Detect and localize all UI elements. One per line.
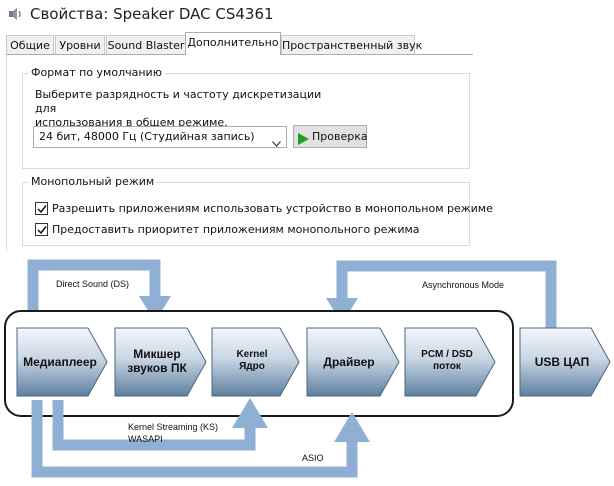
exclusive-priority-label: Предоставить приоритет приложениям моноп… — [52, 223, 420, 236]
node-pcm-dsd-label: PCM / DSD поток — [405, 349, 489, 373]
format-dropdown[interactable]: 24 бит, 48000 Гц (Студийная запись) — [33, 126, 287, 148]
diagram-graphics — [4, 259, 611, 478]
allow-exclusive-label: Разрешить приложениям использовать устро… — [52, 202, 493, 215]
tab-advanced[interactable]: Дополнительно — [185, 32, 281, 55]
format-selected-value: 24 бит, 48000 Гц (Студийная запись) — [39, 130, 255, 143]
node-mixer — [114, 327, 207, 397]
sound-properties-dialog: Свойства: Speaker DAC CS4361 Общие Уровн… — [0, 0, 493, 251]
asio-arrowhead — [334, 412, 370, 442]
node-mediaplayer-label: Медиаплеер — [17, 355, 103, 369]
label-asynchronous: Asynchronous Mode — [422, 280, 505, 290]
audio-path-diagram: Direct Sound (DS) Asynchronous Mode Kern… — [0, 252, 614, 486]
node-pcm-dsd — [404, 327, 496, 397]
test-button-label: Проверка — [312, 130, 368, 143]
node-kernel-line2: Ядро — [239, 361, 265, 372]
checkbox-checked-icon[interactable] — [35, 202, 48, 215]
label-asio: ASIO — [302, 453, 324, 463]
default-format-description: Выберите разрядность и частоту дискретиз… — [35, 88, 335, 130]
node-mixer-label: Микшер звуков ПК — [115, 347, 199, 375]
play-icon — [298, 131, 309, 145]
exclusive-mode-group: Монопольный режим — [22, 175, 470, 246]
asio-arrow — [31, 400, 358, 478]
label-direct-sound: Direct Sound (DS) — [56, 279, 130, 289]
node-kernel-label: Kernel Ядро — [212, 349, 292, 373]
description-line-1: Выберите разрядность и частоту дискретиз… — [35, 88, 322, 115]
node-driver — [306, 327, 400, 397]
checkbox-checked-icon[interactable] — [35, 223, 48, 236]
label-wasapi: WASAPI — [128, 434, 163, 444]
direct-sound-arrowhead — [139, 296, 171, 322]
exclusive-mode-label: Монопольный режим — [29, 175, 157, 188]
tab-general[interactable]: Общие — [6, 35, 54, 54]
node-mediaplayer-line1: Медиаплеер — [23, 355, 97, 369]
chevron-down-icon — [272, 134, 281, 147]
node-usb-dac-label: USB ЦАП — [520, 355, 604, 369]
tab-levels[interactable]: Уровни — [55, 35, 105, 54]
default-format-group: Формат по умолчанию — [22, 66, 470, 169]
node-usb-dac-line1: USB ЦАП — [534, 355, 590, 369]
direct-sound-arrow — [27, 259, 161, 328]
node-mediaplayer — [16, 327, 108, 397]
title-bar: Свойства: Speaker DAC CS4361 — [0, 0, 472, 28]
window-title: Свойства: Speaker DAC CS4361 — [30, 5, 274, 23]
node-pcm-dsd-line2: поток — [433, 361, 461, 372]
tab-spatial-sound[interactable]: Пространственный звук — [281, 35, 422, 54]
test-button[interactable]: Проверка — [293, 125, 368, 148]
description-line-2: использования в общем режиме. — [35, 116, 228, 129]
label-kernel-streaming: Kernel Streaming (KS) — [128, 422, 219, 432]
node-kernel-line1: Kernel — [236, 349, 268, 360]
asynchronous-arrow — [336, 260, 557, 328]
tab-sound-blaster[interactable]: Sound Blaster — [106, 35, 186, 54]
node-driver-label: Драйвер — [307, 355, 391, 369]
node-pcm-dsd-line1: PCM / DSD — [421, 349, 473, 360]
node-usb-dac — [519, 327, 611, 397]
speaker-icon — [7, 6, 23, 22]
kernel-streaming-arrowhead — [232, 398, 268, 428]
default-format-label: Формат по умолчанию — [29, 66, 164, 79]
tab-panel — [6, 54, 473, 251]
node-driver-line1: Драйвер — [323, 355, 375, 369]
node-mixer-line1: Микшер — [133, 347, 181, 361]
node-mixer-line2: звуков ПК — [127, 361, 187, 375]
kernel-streaming-arrow — [52, 400, 256, 451]
node-kernel — [211, 327, 300, 397]
